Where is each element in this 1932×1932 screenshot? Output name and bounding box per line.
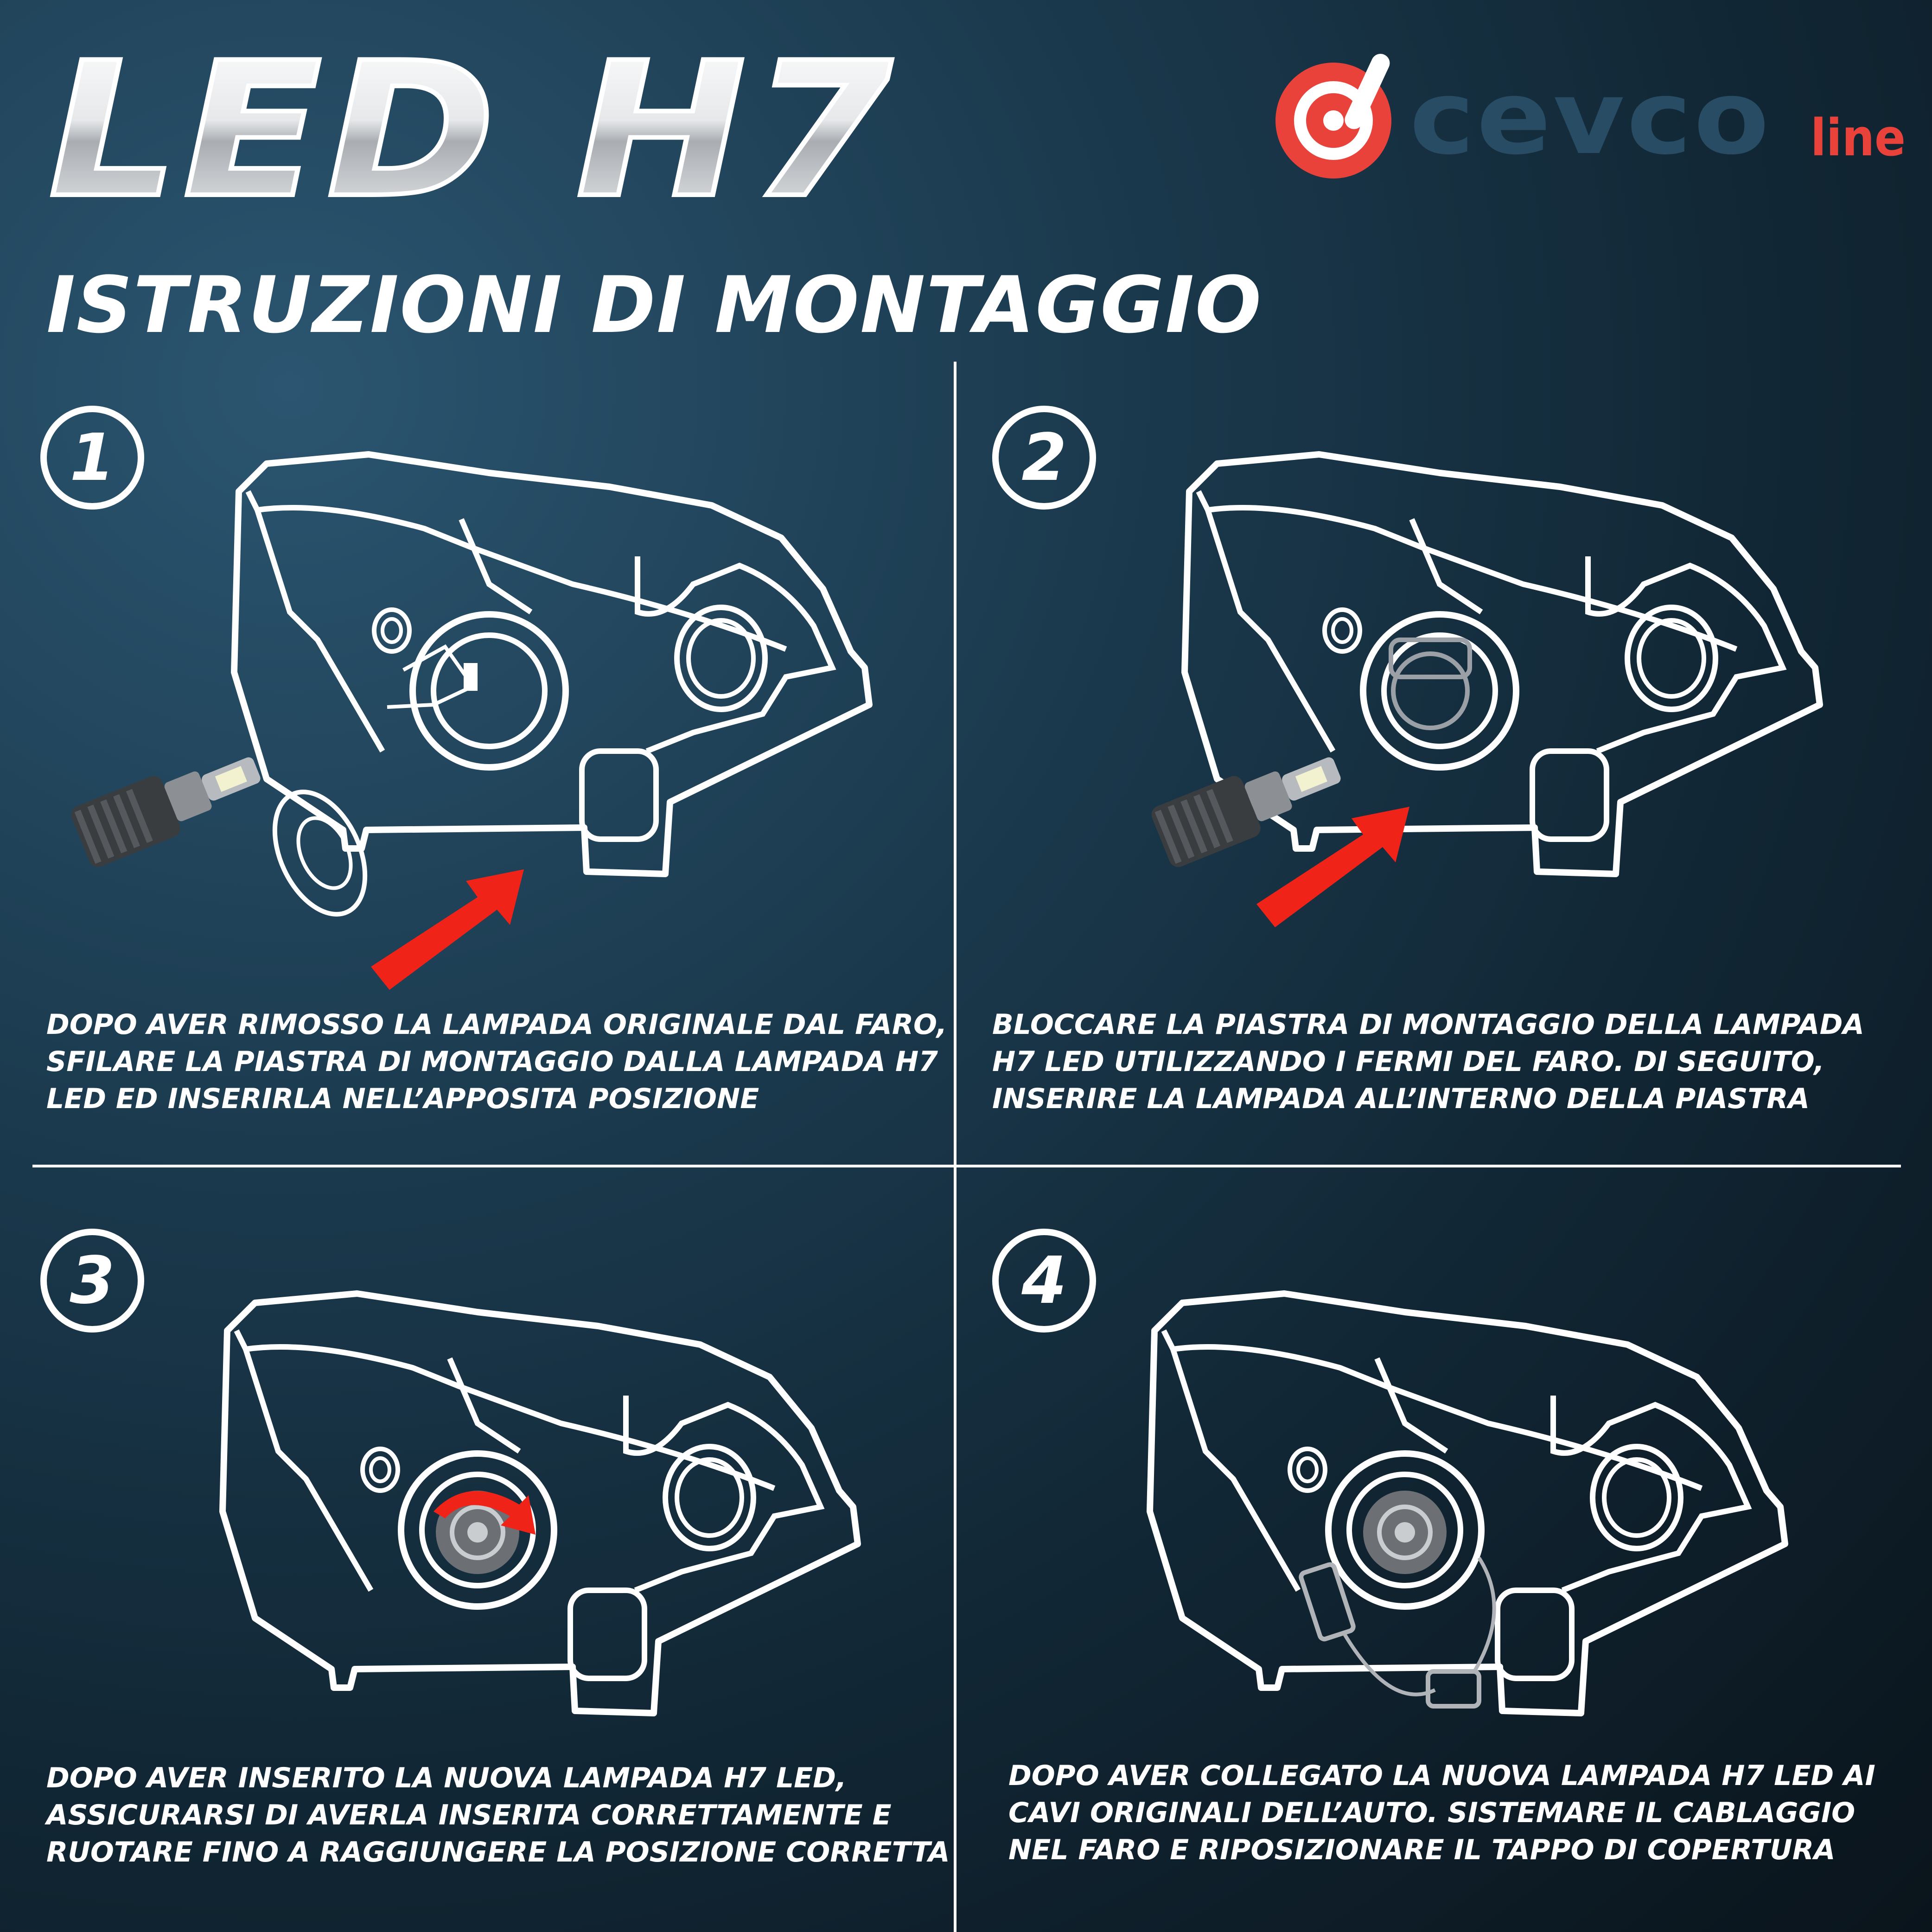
caption-line: CAVI ORIGINALI DELL’AUTO. SISTEMARE IL C… (1008, 1797, 1855, 1829)
step-3-number: 3 (40, 1229, 144, 1333)
brand-name: cevco (1409, 58, 1771, 177)
page-title: ISTRUZIONI DI MONTAGGIO (46, 260, 1262, 351)
step-1-caption: DOPO AVER RIMOSSO LA LAMPADA ORIGINALE D… (46, 1006, 947, 1117)
brand-logo-icon (1275, 54, 1391, 179)
caption-line: H7 LED UTILIZZANDO I FERMI DEL FARO. DI … (992, 1046, 1825, 1078)
caption-line: SFILARE LA PIASTRA DI MONTAGGIO DALLA LA… (46, 1046, 938, 1078)
caption-line: BLOCCARE LA PIASTRA DI MONTAGGIO DELLA L… (992, 1008, 1864, 1041)
caption-line: DOPO AVER RIMOSSO LA LAMPADA ORIGINALE D… (46, 1008, 947, 1041)
product-title: LED H7 (49, 23, 897, 239)
caption-line: INSERIRE LA LAMPADA ALL’INTERNO DELLA PI… (992, 1083, 1810, 1115)
caption-line: ASSICURARSI DI AVERLA INSERITA CORRETTAM… (46, 1799, 892, 1831)
caption-line: NEL FARO E RIPOSIZIONARE IL TAPPO DI COP… (1008, 1834, 1836, 1866)
step-3-caption: DOPO AVER INSERITO LA NUOVA LAMPADA H7 L… (46, 1760, 950, 1871)
caption-line: DOPO AVER INSERITO LA NUOVA LAMPADA H7 L… (46, 1762, 847, 1794)
caption-line: DOPO AVER COLLEGATO LA NUOVA LAMPADA H7 … (1008, 1760, 1875, 1792)
caption-line: RUOTARE FINO A RAGGIUNGERE LA POSIZIONE … (46, 1836, 950, 1868)
step-4-caption: DOPO AVER COLLEGATO LA NUOVA LAMPADA H7 … (1008, 1757, 1875, 1868)
header-graphics: LED H7 cevco line (46, 21, 1906, 241)
step-2-caption: BLOCCARE LA PIASTRA DI MONTAGGIO DELLA L… (992, 1006, 1864, 1117)
step-4-number: 4 (992, 1229, 1096, 1333)
step-2-number: 2 (992, 406, 1096, 510)
brand-suffix: line (1811, 108, 1906, 167)
caption-line: LED ED INSERIRLA NELL’APPOSITA POSIZIONE (46, 1083, 759, 1115)
step-1-number: 1 (40, 406, 144, 510)
